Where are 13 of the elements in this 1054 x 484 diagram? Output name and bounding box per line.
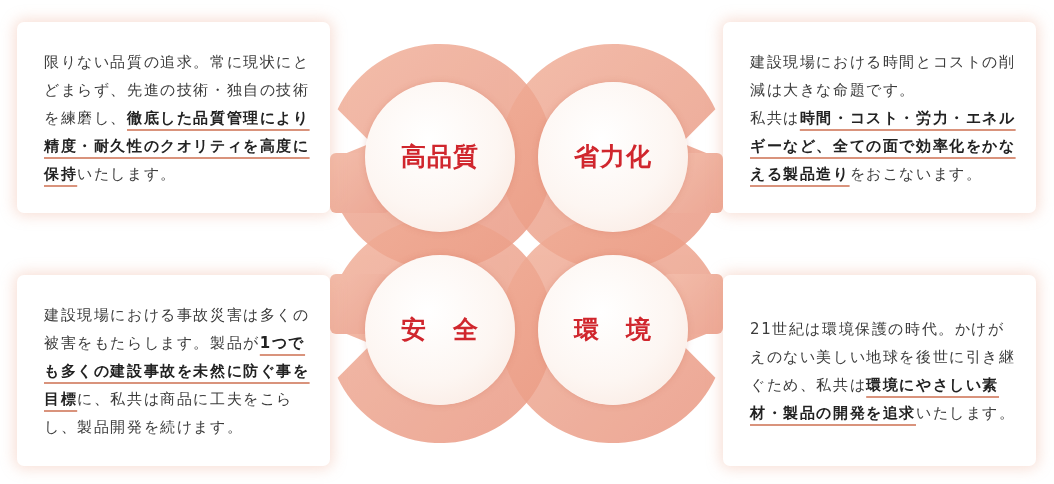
topic-label: 省力化	[574, 142, 652, 172]
topic-label: 高品質	[401, 142, 479, 172]
topic-label: 安 全	[401, 315, 479, 345]
card-text: 限りない品質の追求。常に現状にとどまらず、先進の技術・独自の技術を練磨し、徹底した品質管理により精度・耐久性のクオリティを高度に保持いたします。	[44, 51, 311, 185]
text-card	[723, 22, 1036, 213]
card-text: 建設現場における時間とコストの削減は大きな命題です。	[750, 51, 1017, 101]
card-text: 建設現場における事故災害は多くの被害をもたらします。製品が1つでも多くの建設事故を未然に防ぐ事を目標に、私共は商品に工夫をこらし、製品開発を続けます。	[44, 304, 311, 438]
topic-label: 環 境	[574, 315, 652, 345]
text-card	[17, 22, 330, 213]
text-card	[723, 275, 1036, 466]
text-card	[17, 275, 330, 466]
card-text: 21世紀は環境保護の時代。かけがえのない美しい地球を後世に引き継ぐため、私共は環境にやさしい素材・製品の開発を追求いたします。	[750, 318, 1017, 424]
card-text: 私共は時間・コスト・労力・エネルギーなど、全ての面で効率化をかなえる製品造りをおこないます。	[750, 107, 1017, 185]
